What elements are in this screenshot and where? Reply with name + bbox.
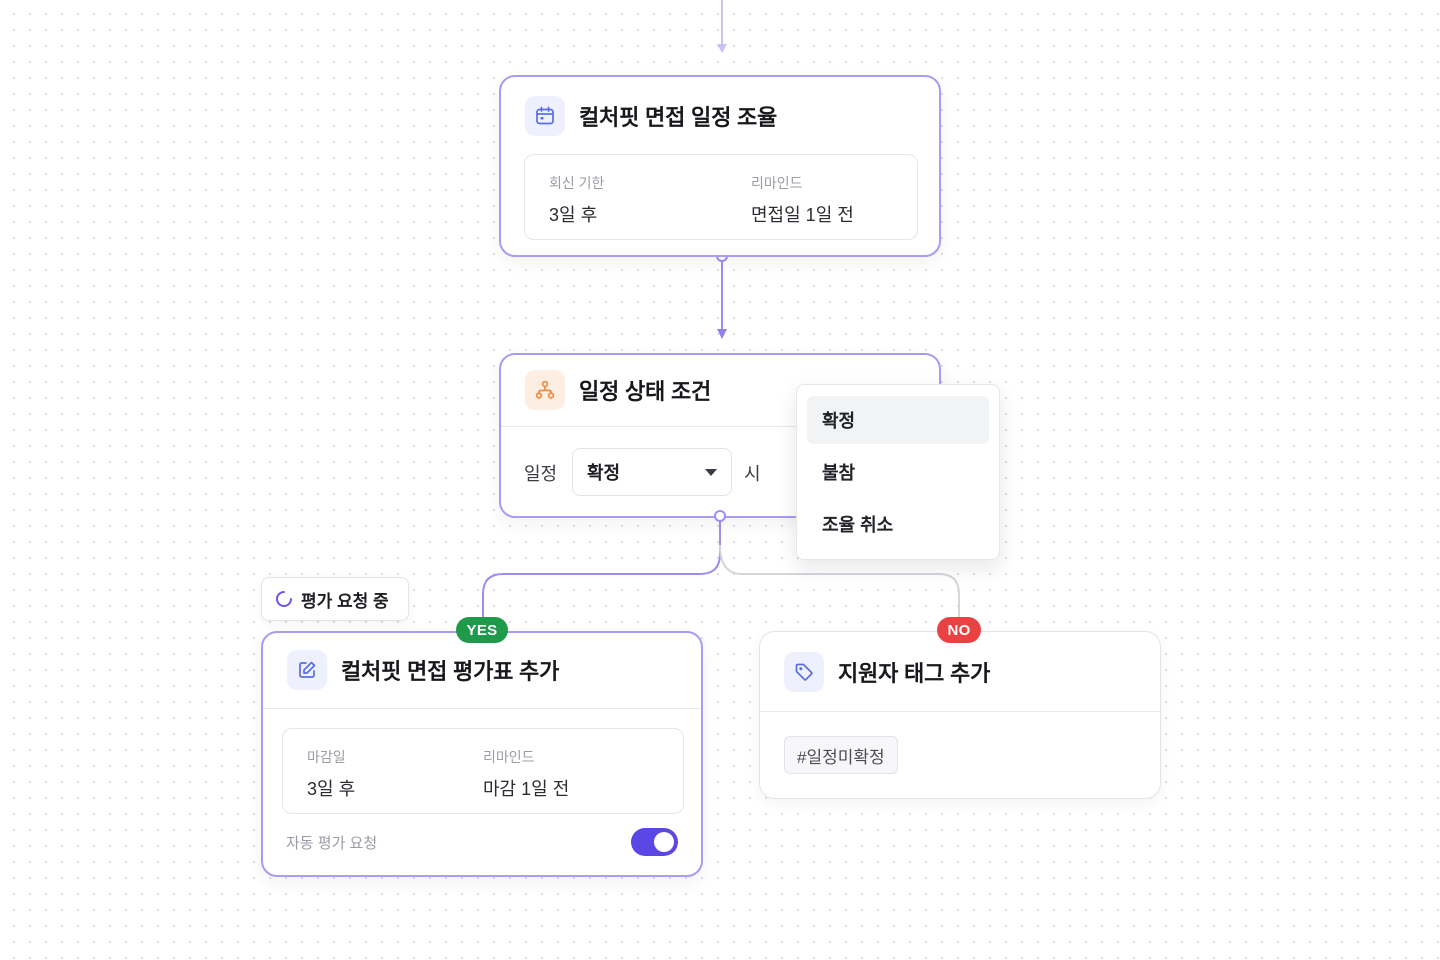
dropdown-option-confirmed[interactable]: 확정 [807,396,989,444]
evaluation-info-box: 마감일 3일 후 리마인드 마감 1일 전 [282,728,684,814]
evaluation-status-chip: 평가 요청 중 [261,577,409,621]
applicant-tag[interactable]: #일정미확정 [784,736,898,774]
evaluation-divider [263,708,701,709]
no-badge: NO [937,617,981,643]
yes-badge: YES [456,617,508,643]
schedule-node-title: 컬처핏 면접 일정 조율 [579,105,778,130]
schedule-to-condition-arrow [717,329,727,339]
evaluation-reminder-label: 리마인드 [483,749,535,765]
dropdown-option-absent[interactable]: 불참 [822,463,856,483]
deadline-label: 마감일 [307,749,346,765]
condition-prefix: 일정 [524,464,558,484]
schedule-info-box: 회신 기한 3일 후 리마인드 면접일 1일 전 [524,154,918,240]
applicant-tag-title: 지원자 태그 추가 [838,661,991,686]
condition-suffix: 시 [744,464,761,484]
reminder-label: 리마인드 [751,175,803,191]
edit-icon [287,650,327,690]
schedule-node[interactable]: 컬처핏 면접 일정 조율 회신 기한 3일 후 리마인드 면접일 1일 전 [499,75,941,257]
reminder-value: 면접일 1일 전 [751,205,854,225]
auto-request-label: 자동 평가 요청 [286,835,378,852]
evaluation-form-title: 컬처핏 면접 평가표 추가 [341,659,560,684]
dropdown-option-cancelled[interactable]: 조율 취소 [822,515,894,535]
auto-request-toggle[interactable] [631,828,678,856]
yes-branch-connector [482,520,721,630]
schedule-status-dropdown[interactable]: 확정 불참 조율 취소 [796,384,1000,560]
schedule-status-select[interactable]: 확정 [572,448,732,496]
branch-icon [525,370,565,410]
schedule-status-select-value: 확정 [587,463,621,483]
condition-divider [501,426,797,427]
evaluation-status-text: 평가 요청 중 [301,591,389,611]
deadline-value: 3일 후 [307,779,356,799]
evaluation-form-node[interactable]: 컬처핏 면접 평가표 추가 마감일 3일 후 리마인드 마감 1일 전 [261,631,703,877]
chevron-down-icon [705,468,717,476]
reply-deadline-label: 회신 기한 [549,175,605,191]
tag-icon [784,652,824,692]
condition-out-port [714,510,726,522]
condition-node-title: 일정 상태 조건 [579,379,712,404]
incoming-arrow [717,44,727,53]
reply-deadline-value: 3일 후 [549,205,598,225]
calendar-icon [525,96,565,136]
loading-spinner-icon [276,591,292,607]
evaluation-reminder-value: 마감 1일 전 [483,779,570,799]
toggle-knob [654,832,674,852]
tag-divider [760,711,1160,712]
